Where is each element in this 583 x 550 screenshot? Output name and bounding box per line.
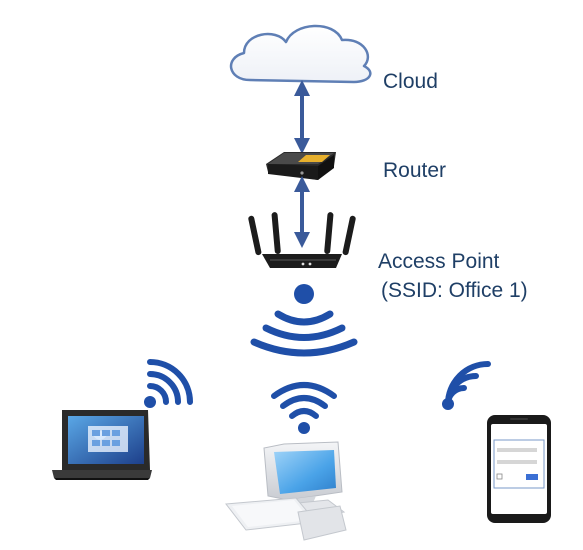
access-point-wifi-signal-icon: [250, 284, 358, 357]
laptop-icon: [52, 410, 152, 480]
cloud-label: Cloud: [383, 70, 438, 93]
router-icon: [266, 152, 336, 180]
cloud-icon: [229, 24, 372, 84]
laptop-wifi-signal-icon: [144, 359, 193, 408]
access-point-label: Access Point: [378, 250, 500, 273]
router-label: Router: [383, 159, 447, 182]
desktop-computer-icon: [225, 441, 347, 541]
wireless-access-point-icon: [248, 212, 356, 268]
phone-wifi-signal-icon: [442, 361, 491, 410]
access-point-ssid-label: (SSID: Office 1): [381, 279, 528, 302]
desktop-wifi-signal-icon: [271, 382, 337, 434]
smartphone-icon: [487, 415, 551, 523]
